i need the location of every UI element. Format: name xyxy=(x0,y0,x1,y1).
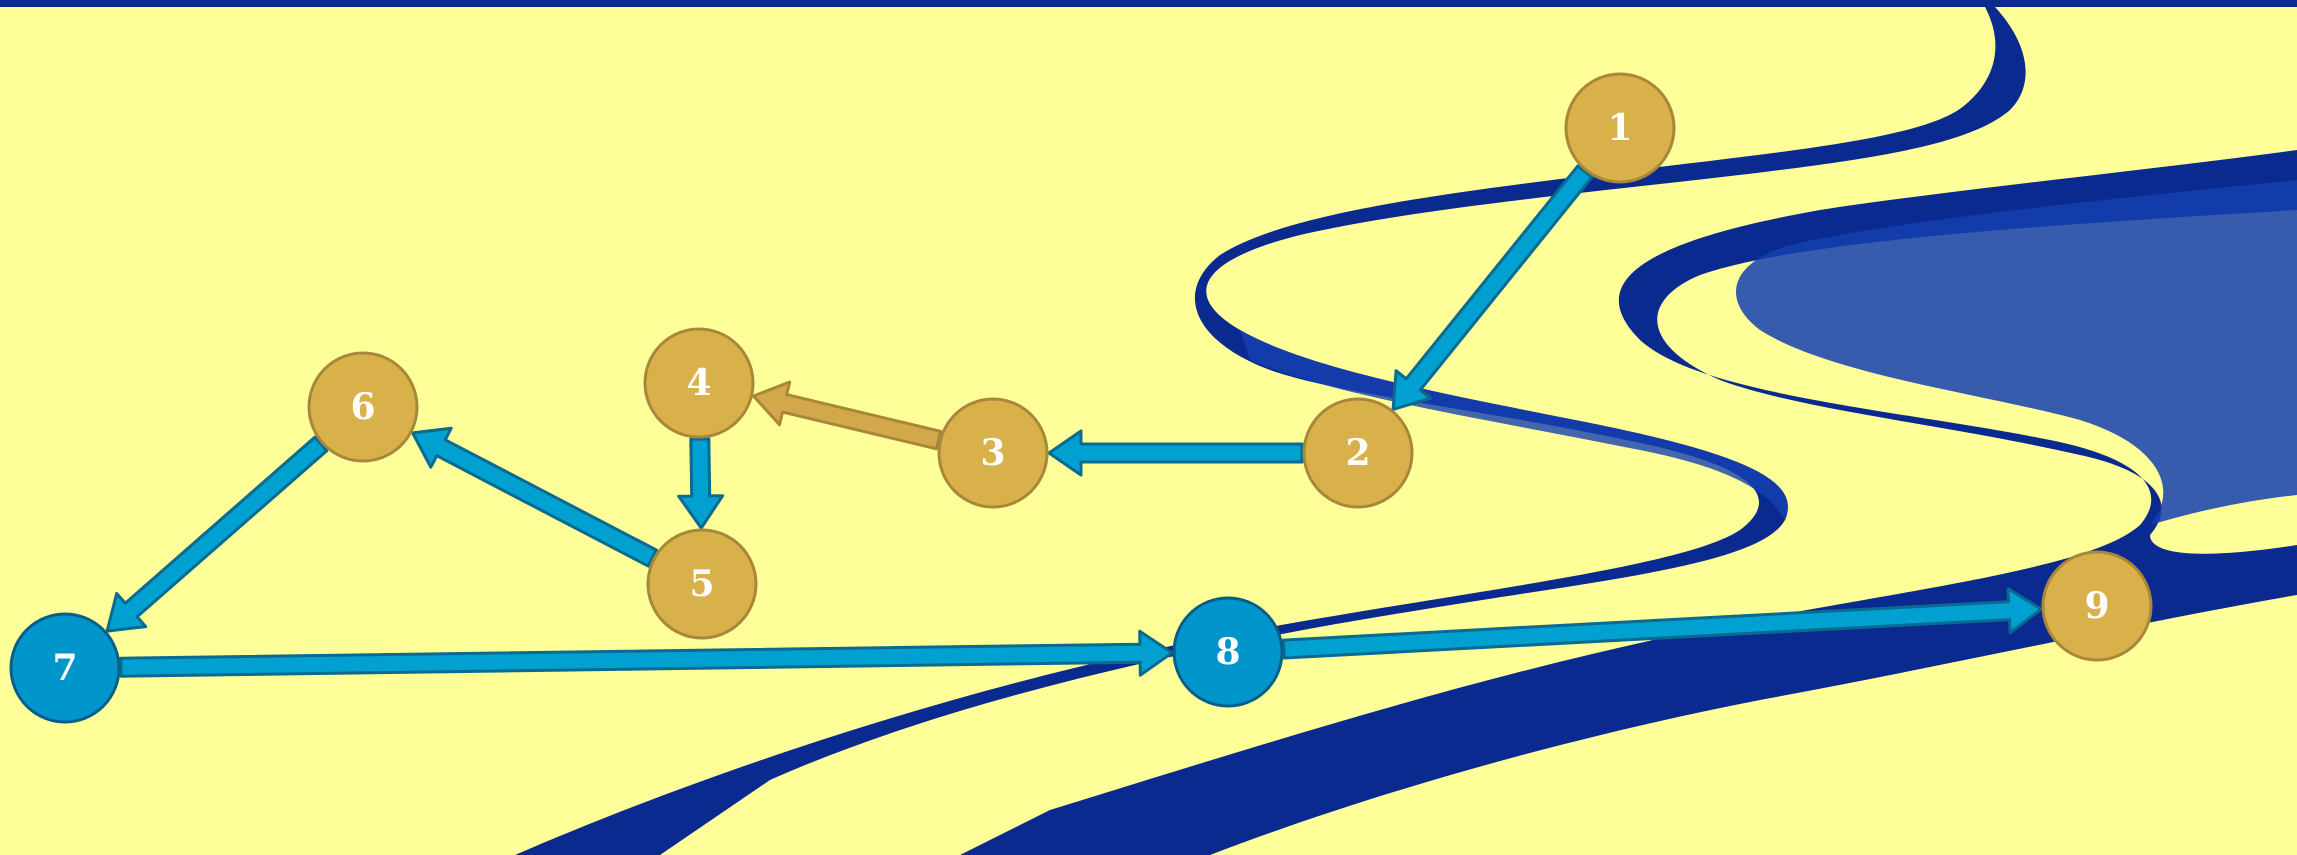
node-circle xyxy=(9,612,121,724)
node-circle xyxy=(307,351,419,463)
edge-arrow-2-to-3 xyxy=(1047,429,1304,477)
edge-arrow-3-to-4 xyxy=(752,380,943,451)
node-label: 9 xyxy=(2084,585,2109,627)
edge-arrow-6-to-7 xyxy=(105,435,329,633)
node-4: 4 xyxy=(643,327,755,439)
node-label: 3 xyxy=(980,432,1005,474)
node-circle xyxy=(1302,397,1414,509)
node-label: 4 xyxy=(686,362,711,404)
node-label: 6 xyxy=(350,386,375,428)
edges-layer xyxy=(105,164,2043,678)
node-circle xyxy=(646,528,758,640)
top-bar xyxy=(0,0,2297,7)
edge-arrow-5-to-6 xyxy=(411,426,658,568)
node-circle xyxy=(1564,72,1676,184)
node-label: 1 xyxy=(1607,107,1632,149)
edge-arrow-8-to-9 xyxy=(1281,587,2043,660)
node-5: 5 xyxy=(646,528,758,640)
node-6: 6 xyxy=(307,351,419,463)
node-label: 5 xyxy=(689,563,714,605)
node-circle xyxy=(643,327,755,439)
river-decoration xyxy=(515,7,2297,855)
node-label: 8 xyxy=(1215,631,1240,673)
node-3: 3 xyxy=(937,397,1049,509)
edge-arrow-1-to-2 xyxy=(1391,164,1594,411)
node-label: 7 xyxy=(52,647,77,689)
river-right-band xyxy=(960,150,2297,855)
river-left-highlight xyxy=(1240,330,1788,520)
node-label: 2 xyxy=(1345,432,1370,474)
nodes-layer: 1 2 3 4 5 6 7 8 9 xyxy=(9,72,2153,724)
node-7: 7 xyxy=(9,612,121,724)
river-right-inner xyxy=(1736,180,2297,525)
edge-arrow-4-to-5 xyxy=(677,437,725,530)
node-8: 8 xyxy=(1172,596,1284,708)
node-2: 2 xyxy=(1302,397,1414,509)
node-9: 9 xyxy=(2041,550,2153,662)
node-circle xyxy=(2041,550,2153,662)
node-circle xyxy=(937,397,1049,509)
node-circle xyxy=(1172,596,1284,708)
node-1: 1 xyxy=(1564,72,1676,184)
edge-arrow-7-to-8 xyxy=(119,629,1174,678)
